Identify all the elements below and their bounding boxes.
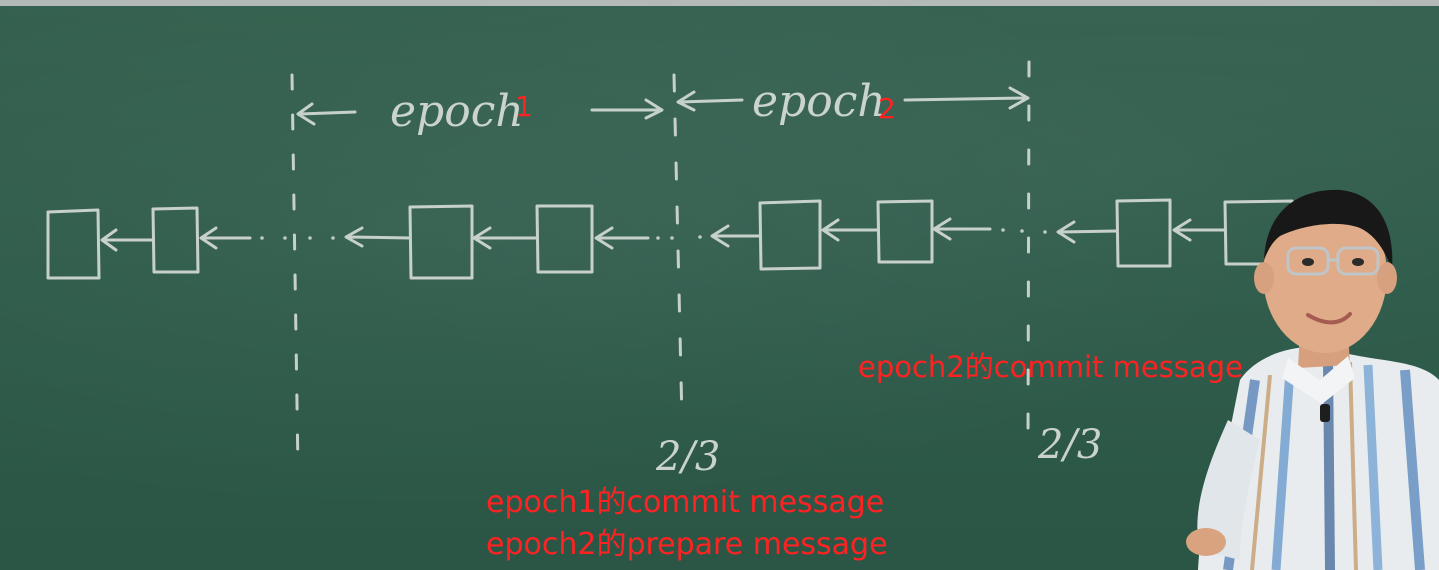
chain-dot: [260, 236, 264, 240]
chain-dot: [308, 236, 312, 240]
fraction-right: 2/3: [1037, 422, 1102, 468]
caption-epoch1-commit: epoch1的commit message: [486, 485, 885, 520]
fraction-left: 2/3: [655, 434, 720, 480]
top-edge-bar: [0, 0, 1439, 6]
epoch2-number: 2: [878, 92, 896, 125]
chain-arrow-3-to-dots: [346, 228, 410, 246]
chain-dot: [1020, 229, 1024, 233]
chain-arrow-5-to-dots: [712, 226, 760, 246]
epoch1-right-arrow: [592, 100, 662, 118]
epoch2-right-arrow: [905, 88, 1028, 108]
block-1: [48, 210, 99, 278]
chain-arrow-4-to-3: [474, 228, 537, 248]
lecturer-glasses: [1286, 246, 1380, 276]
chain-dot: [331, 236, 335, 240]
chain-arrow-dots-to-4: [596, 228, 648, 248]
chain-arrow-from-dots-to-2: [201, 228, 250, 248]
lapel-microphone: [1320, 404, 1330, 422]
block-4: [537, 206, 592, 272]
lecturer-arm: [1197, 420, 1260, 560]
chain-arrow-7-to-dots: [1058, 222, 1117, 242]
lecturer-hair: [1264, 189, 1393, 270]
caption-epoch2-commit: epoch2的commit message: [858, 350, 1243, 384]
epoch1-chalk-label: epoch: [390, 86, 524, 137]
chain-dot: [1043, 230, 1047, 234]
boundary-line-1: [292, 75, 298, 470]
chain-arrow-8-to-7: [1174, 220, 1225, 240]
epoch1-number: 1: [515, 90, 533, 123]
block-3: [410, 206, 472, 278]
block-7: [1117, 200, 1170, 266]
epoch1-left-arrow: [298, 104, 355, 124]
chain-arrow-2-to-1: [102, 230, 153, 250]
caption-epoch2-prepare: epoch2的prepare message: [486, 527, 888, 562]
chain-dot: [656, 236, 660, 240]
epoch2-chalk-label: epoch: [752, 76, 886, 127]
boundary-line-2: [674, 75, 682, 420]
chain-dot: [670, 236, 674, 240]
chain-arrow-6-to-5: [823, 220, 878, 240]
block-2: [153, 208, 198, 272]
lecturer-head: [1263, 197, 1387, 353]
lecturer-hand: [1186, 528, 1226, 556]
lecturer-figure: [1186, 189, 1439, 570]
boundary-line-3: [1028, 62, 1029, 440]
block-6: [878, 201, 932, 262]
chain-arrow-dots-to-6: [934, 219, 990, 239]
chain-dot: [283, 236, 287, 240]
chain-dot: [1001, 228, 1005, 232]
chain-dot: [698, 235, 702, 239]
block-5: [760, 201, 820, 269]
epoch2-left-arrow: [678, 92, 742, 110]
